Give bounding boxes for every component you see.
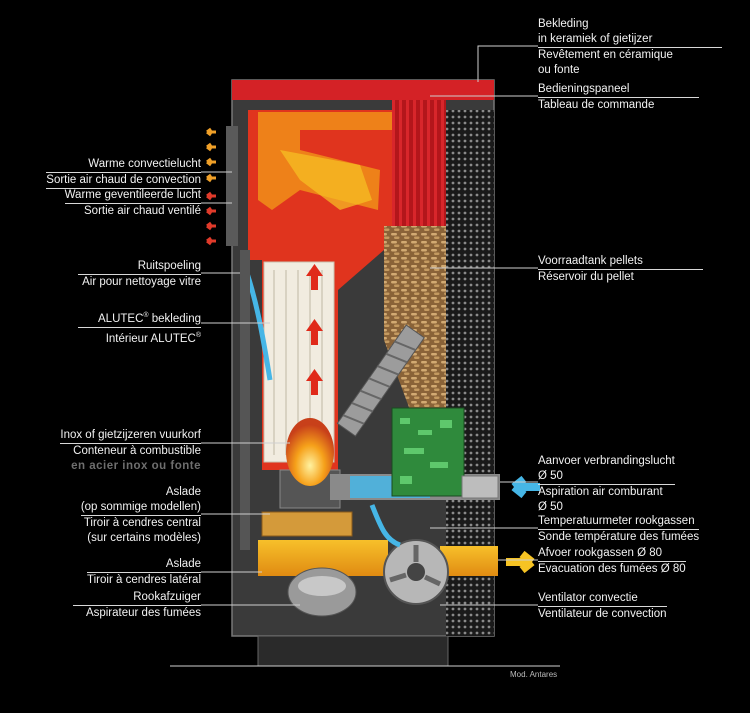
label-temperatuurmeter-fr: Sonde température des fumées (538, 531, 700, 543)
label-voorraadtank: Voorraadtank pellets Réservoir du pellet (538, 254, 703, 285)
label-alutec-reg: ® (143, 312, 149, 319)
label-afvoer-nl: Afvoer rookgassen Ø 80 (538, 546, 686, 562)
air-inlet-pipe (461, 475, 499, 499)
label-warme-convectie: Warme convectielucht Sortie air chaud de… (46, 157, 201, 189)
outlet-arrows (206, 127, 216, 246)
label-voorraadtank-nl: Voorraadtank pellets (538, 254, 703, 270)
label-bekleding-fr-2: ou fonte (538, 64, 580, 76)
convection-grille (226, 126, 238, 246)
flue-pipe (440, 546, 498, 576)
label-aslade-lateral-fr: Tiroir à cendres latéral (87, 574, 201, 586)
label-ruitspoeling: Ruitspoeling Air pour nettoyage vitre (77, 259, 201, 290)
label-bedieningspaneel-fr: Tableau de commande (538, 99, 655, 111)
flame-arrows (306, 264, 323, 395)
label-bekleding-nl-1: Bekleding (538, 18, 589, 30)
label-bekleding: Bekleding in keramiek of gietijzer Revêt… (538, 17, 723, 78)
label-aslade-lateral-nl: Aslade (87, 557, 201, 573)
label-afvoer-fr: Evacuation des fumées Ø 80 (538, 563, 686, 575)
door-frame (240, 250, 250, 550)
fire (286, 418, 334, 486)
label-aslade-central: Aslade (op sommige modellen) Tiroir à ce… (80, 485, 201, 546)
fan-airflow (369, 504, 401, 548)
label-alutec-brand: ALUTEC (98, 312, 144, 325)
label-afvoer: Afvoer rookgassen Ø 80 Evacuation des fu… (538, 546, 686, 577)
label-alutec-fr-text: Intérieur ALUTEC (105, 332, 196, 345)
ash-drawer-central (261, 511, 353, 537)
label-ventilator-nl: Ventilator convectie (538, 591, 667, 607)
air-inlet-arrow (511, 475, 540, 499)
label-ventilator: Ventilator convectie Ventilateur de conv… (538, 591, 667, 622)
label-warme-geventileerde-nl: Warme geventileerde lucht (64, 188, 201, 204)
label-vuurkorf: Inox of gietzijzeren vuurkorf Conteneur … (60, 428, 201, 474)
label-alutec-nl-word: bekleding (151, 312, 201, 325)
label-temperatuurmeter-nl: Temperatuurmeter rookgassen (538, 514, 700, 530)
label-warme-convectie-nl: Warme convectielucht (46, 157, 201, 173)
pellet-auger (336, 324, 425, 437)
label-temperatuurmeter: Temperatuurmeter rookgassen Sonde tempér… (538, 514, 700, 545)
yellow-flow (280, 150, 372, 210)
label-bekleding-fr-1: Revêtement en céramique (538, 49, 673, 61)
heat-exchanger-fins (392, 100, 446, 226)
label-aanvoer-nl-1: Aanvoer verbrandingslucht (538, 455, 675, 467)
label-warme-convectie-fr: Sortie air chaud de convection (46, 173, 201, 189)
label-rookafzuiger: Rookafzuiger Aspirateur des fumées (73, 590, 201, 621)
label-ruitspoeling-fr: Air pour nettoyage vitre (82, 276, 201, 288)
label-warme-geventileerde: Warme geventileerde lucht Sortie air cha… (64, 188, 201, 219)
label-warme-geventileerde-fr: Sortie air chaud ventilé (84, 205, 201, 217)
label-aanvoer-fr-2: Ø 50 (538, 501, 563, 513)
label-rookafzuiger-nl: Rookafzuiger (73, 590, 201, 606)
label-bedieningspaneel: Bedieningspaneel Tableau de commande (538, 82, 700, 113)
label-ventilator-fr: Ventilateur de convection (538, 608, 667, 620)
label-aslade-central-fr-2: (sur certains modèles) (87, 532, 201, 544)
label-alutec-nl: ALUTEC® bekleding (78, 308, 201, 328)
label-bedieningspaneel-nl: Bedieningspaneel (538, 82, 700, 98)
label-vuurkorf-fr-2: en acier inox ou fonte (71, 460, 201, 472)
label-vuurkorf-nl: Inox of gietzijzeren vuurkorf (60, 428, 201, 444)
label-bekleding-nl-2: in keramiek of gietijzer (538, 32, 723, 48)
label-rookafzuiger-fr: Aspirateur des fumées (85, 607, 201, 619)
label-alutec: ALUTEC® bekleding Intérieur ALUTEC® (78, 308, 201, 347)
flue-arrow (506, 550, 535, 574)
label-aslade-central-fr-1: Tiroir à cendres central (83, 517, 201, 529)
label-voorraadtank-fr: Réservoir du pellet (538, 271, 634, 283)
label-aslade-lateral: Aslade Tiroir à cendres latéral (87, 557, 201, 588)
stove-base (257, 635, 449, 667)
label-ruitspoeling-nl: Ruitspoeling (77, 259, 201, 275)
label-aslade-central-nl-1: Aslade (165, 486, 201, 498)
label-aanvoer-fr-1: Aspiration air comburant (538, 486, 663, 498)
label-aanvoer: Aanvoer verbrandingslucht Ø 50 Aspiratio… (538, 454, 675, 515)
label-aanvoer-nl-2: Ø 50 (538, 469, 675, 485)
label-alutec-fr-reg: ® (195, 331, 201, 339)
top-cover (232, 80, 494, 100)
label-alutec-fr: Intérieur ALUTEC® (78, 328, 201, 347)
label-vuurkorf-fr-1: Conteneur à combustible (73, 445, 201, 457)
label-aslade-central-nl-2: (op sommige modellen) (80, 500, 201, 516)
model-name: Mod. Antares (510, 670, 558, 679)
